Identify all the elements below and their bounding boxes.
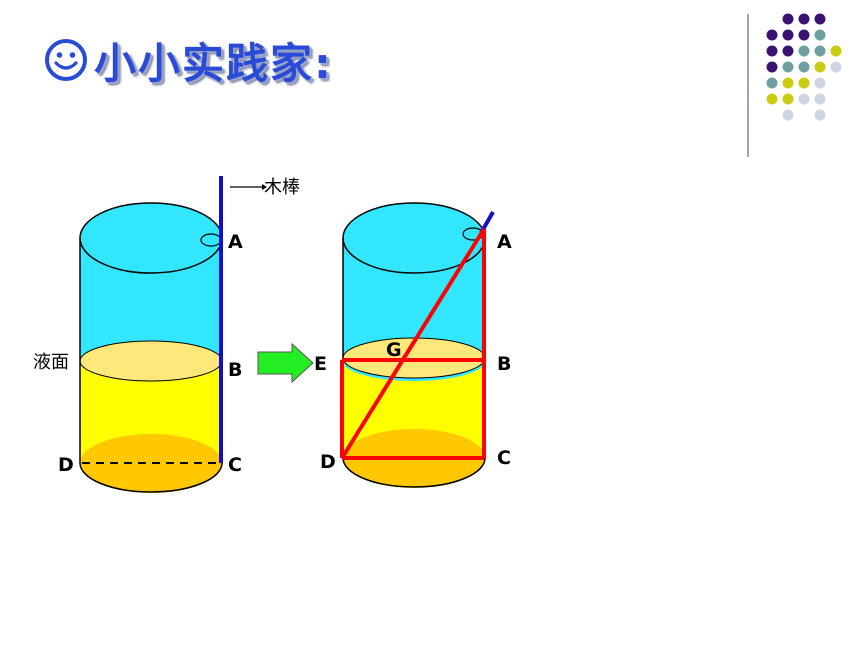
- decorative-dot: [766, 93, 778, 105]
- left-label-B: B: [228, 359, 242, 381]
- decorative-dot: [798, 77, 810, 89]
- decorative-dot: [814, 61, 826, 73]
- decorative-dot: [814, 13, 826, 25]
- segment-DA: [340, 227, 486, 460]
- right-label-B: B: [497, 353, 511, 375]
- decorative-dot: [814, 45, 826, 57]
- liquid-surface-label: 液面: [33, 352, 69, 373]
- decorative-dot: [766, 29, 778, 41]
- decorative-dot: [798, 29, 810, 41]
- right-label-E: E: [314, 353, 327, 375]
- right-cylinder: [340, 202, 495, 488]
- right-label-A: A: [497, 231, 512, 253]
- left-label-D: D: [58, 454, 74, 476]
- decorative-dot: [798, 13, 810, 25]
- decorative-dot: [798, 45, 810, 57]
- transform-arrow-icon: [257, 342, 314, 384]
- right-label-C: C: [497, 447, 511, 469]
- left-top-ellipse: [79, 202, 223, 274]
- decorative-dot: [798, 93, 810, 105]
- smiley-icon: [45, 39, 87, 81]
- right-label-D: D: [320, 451, 336, 473]
- decorative-dot: [782, 93, 794, 105]
- decorative-dot: [782, 13, 794, 25]
- decorative-dot: [814, 93, 826, 105]
- decorative-dot: [814, 109, 826, 121]
- left-liquid-surface: [79, 340, 223, 382]
- stick-label: 木棒: [264, 177, 300, 198]
- decorative-dot: [782, 29, 794, 41]
- decorative-dot: [766, 61, 778, 73]
- decorative-dot: [766, 77, 778, 89]
- page-title: 小小实践家:: [44, 30, 333, 90]
- decorative-dot: [814, 29, 826, 41]
- decorative-dot: [766, 45, 778, 57]
- title-text: 小小实践家:: [94, 38, 333, 88]
- decorative-dot: [814, 77, 826, 89]
- decorative-dot: [830, 61, 842, 73]
- decorative-dot: [782, 109, 794, 121]
- decorative-dot: [782, 61, 794, 73]
- hole-at-A: [200, 233, 222, 247]
- left-cylinder: [79, 176, 267, 493]
- left-label-C: C: [228, 454, 242, 476]
- decorative-dot: [798, 61, 810, 73]
- decorative-dot: [782, 45, 794, 57]
- left-label-A: A: [228, 231, 243, 253]
- decorative-dot: [830, 45, 842, 57]
- decorative-dot: [782, 77, 794, 89]
- right-label-G: G: [386, 339, 402, 361]
- left-bottom-ellipse: [80, 434, 222, 492]
